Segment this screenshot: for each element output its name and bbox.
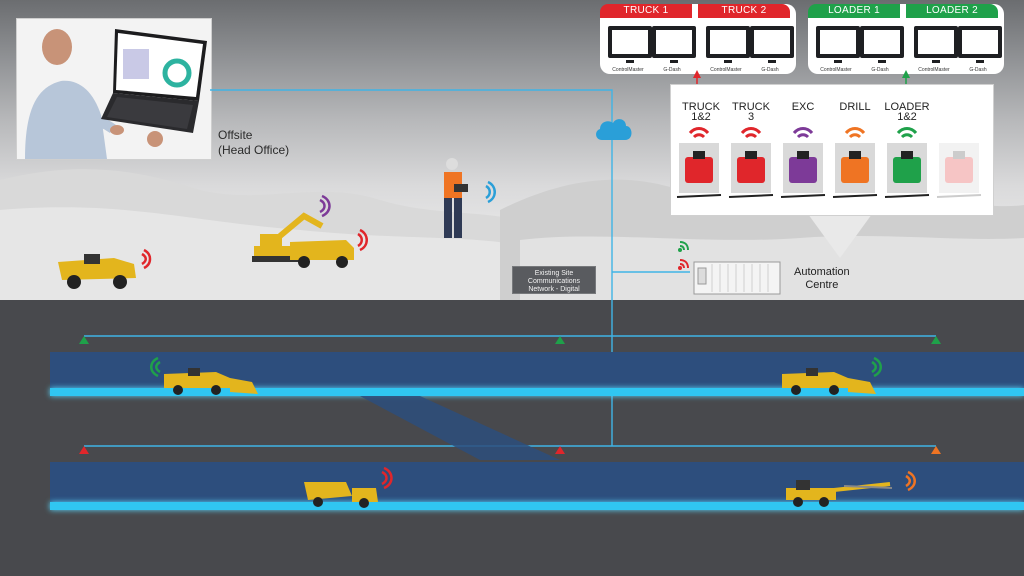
surface-wifi-red-2 [357,228,368,252]
automation-line1: Automation [794,266,850,278]
popup-pointer [808,214,872,258]
truck-stations-group: TRUCK 1 TRUCK 2 ControlMaster G-Dash Con… [600,4,796,74]
caption-gdash-truck-1: G-Dash [663,67,681,73]
cloud-icon [596,119,632,140]
automation-centre-label: Automation Centre [794,266,850,292]
controller-truck-3 [728,127,774,198]
monitor-controlmaster-loader-2 [914,26,958,63]
underground-area [0,300,1024,576]
station-header-loader-2: LOADER 2 [906,4,998,18]
caption-controlmaster-truck-2: ControlMaster [710,67,742,73]
surface-excavator-image [252,212,354,268]
station-header-truck-1: TRUCK 1 [600,4,692,18]
access-point-upper [79,336,941,344]
monitor-controlmaster-truck-2 [706,26,750,63]
controller-loader-12 [884,127,930,198]
access-point-lower [79,446,941,454]
lower-tunnel [50,462,1024,502]
underground-wifi-red [381,466,393,490]
loader-stations-group: LOADER 1 LOADER 2 ControlMaster G-Dash C… [808,4,1004,74]
monitor-gdash-loader-1 [860,26,904,63]
offsite-line1: Offsite [218,128,253,142]
underground-wifi-green-1 [150,356,161,378]
offsite-line2: (Head Office) [218,143,290,157]
automation-wifi-icons [678,241,689,270]
monitor-gdash-truck-2 [750,26,794,63]
lower-tunnel-floor [50,502,1024,510]
caption-controlmaster-truck-1: ControlMaster [612,67,644,73]
controller-drill [832,127,878,198]
underground-truck-image [304,482,378,508]
controller-exc [780,127,826,198]
offsite-label: Offsite (Head Office) [218,128,289,158]
upper-tunnel-floor [50,388,1024,396]
head-office-laptop-image [16,18,212,160]
underground-drill-image [786,480,893,507]
station-header-truck-2: TRUCK 2 [698,4,790,18]
underground-loader-1-image [164,368,258,395]
network-line2: Communications [527,278,581,285]
network-line1: Existing Site [534,270,574,277]
automation-centre-container-image [693,261,781,295]
worker-wifi-blue [485,180,496,204]
caption-controlmaster-loader-2: ControlMaster [918,67,950,73]
underground-wifi-green-2 [871,356,882,378]
controller-spare: + [936,142,982,198]
station-header-loader-1: LOADER 1 [808,4,900,18]
decline-ramp [360,396,560,460]
underground-loader-2-image [782,368,876,395]
automation-line2: Centre [805,279,839,291]
controller-truck-12 [676,127,722,198]
caption-gdash-loader-1: G-Dash [871,67,889,73]
machine-label-drill: DRILL [839,101,871,113]
machine-controllers: + [676,127,982,198]
monitor-controlmaster-truck-1 [608,26,652,63]
surface-wifi-red-1 [141,248,152,270]
network-line3: Network - Digital [528,286,580,293]
network-label: Existing Site Communications Network - D… [512,266,596,294]
monitor-controlmaster-loader-1 [816,26,860,63]
underground-wifi-orange [905,470,916,492]
surface-loader-image [58,254,136,289]
caption-gdash-truck-2: G-Dash [761,67,779,73]
monitor-gdash-loader-2 [958,26,1002,63]
machine-label-exc: EXC [791,101,815,113]
caption-gdash-loader-2: G-Dash [969,67,987,73]
monitor-gdash-truck-1 [652,26,696,63]
surface-wifi-purple [319,194,331,218]
field-worker-image [444,158,468,238]
caption-controlmaster-loader-1: ControlMaster [820,67,852,73]
